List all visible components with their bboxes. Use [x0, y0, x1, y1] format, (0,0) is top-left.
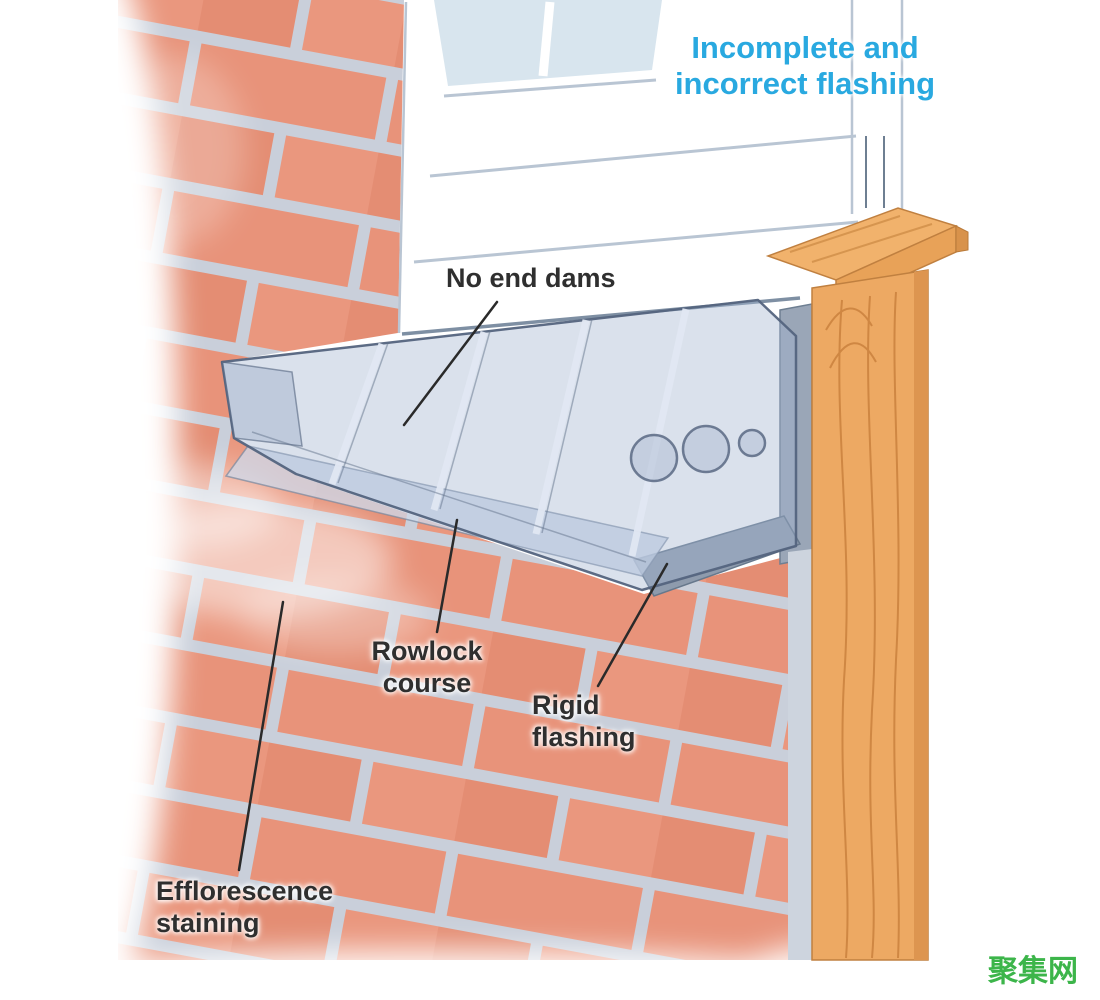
wood-cap-grain-2 [811, 223, 933, 263]
annotation-rigid-flashing: Rigid flashing [532, 690, 636, 752]
annotation-no-end-dams: No end dams [446, 263, 616, 293]
wood-post [811, 269, 929, 961]
wood-post-shade [914, 270, 928, 960]
annotation-efflorescence-staining: Efflorescence staining [156, 876, 334, 938]
brick-wall [0, 0, 1035, 1000]
glass-mullion [538, 1, 555, 77]
watermark: 聚集网 [988, 955, 1078, 988]
diagram-title: Incomplete and incorrect flashing [674, 30, 936, 101]
sheathing-strip [788, 549, 812, 960]
leader-line-no-end-dams [402, 300, 499, 427]
brick-wall-face [118, 0, 788, 960]
vignette [0, 0, 1035, 1000]
leader-line-efflorescence [237, 600, 285, 872]
frame-step-line-3 [413, 220, 859, 264]
annotation-rowlock-course: Rowlock course [371, 636, 483, 698]
rowlock-sill [220, 298, 798, 592]
wood-grain-lines [825, 291, 900, 959]
leader-line-rigid-flashing [596, 562, 669, 688]
flashing-bottom-flange [632, 515, 802, 597]
leader-line-rowlock-course [435, 518, 459, 634]
frame-step-line-2 [429, 134, 857, 178]
rowlock-left-end-face [221, 361, 303, 447]
rowlock-silhouette [220, 298, 798, 592]
wood-cap-grain-1 [789, 215, 901, 253]
rowlock-joint-shadows [251, 318, 647, 563]
leader-lines [237, 300, 669, 872]
wood-post-body [811, 269, 929, 961]
casing-left-edge [397, 1, 408, 334]
frame-step-line-1 [443, 78, 657, 98]
wood-cap-end [955, 225, 969, 253]
window-frame [397, 0, 908, 336]
brick-core-holes [629, 424, 767, 483]
